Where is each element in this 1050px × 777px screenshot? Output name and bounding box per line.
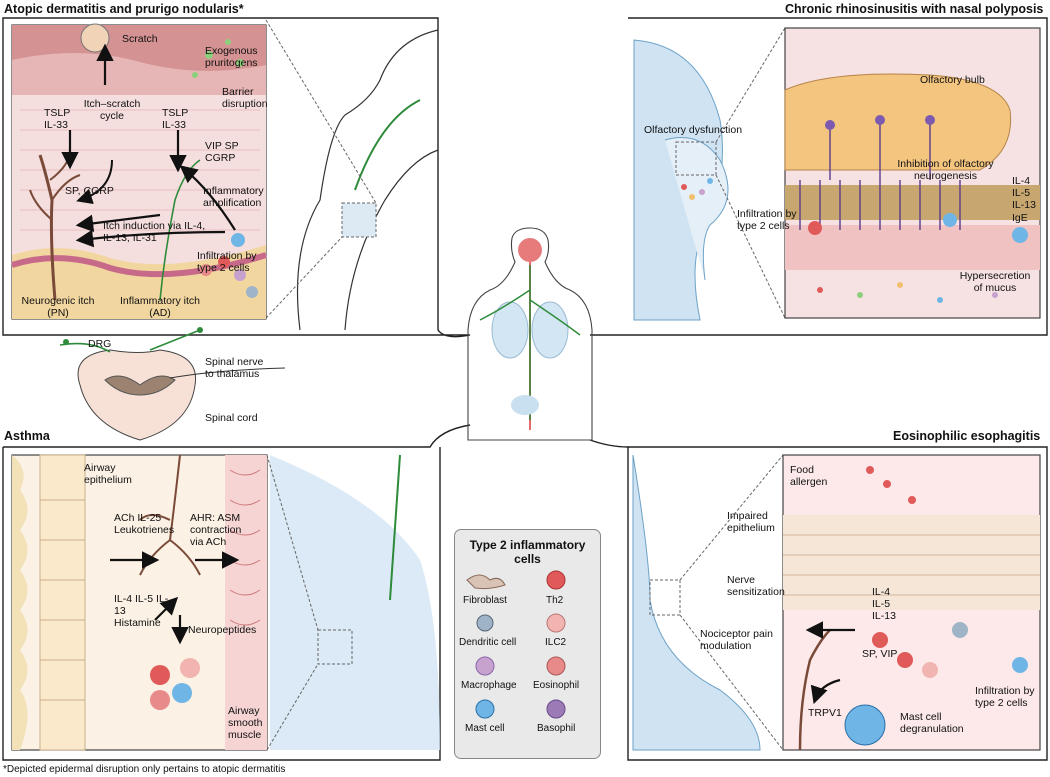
label-itch-scratch-cycle: Itch–scratch cycle (83, 98, 141, 122)
label-inflammatory-itch: Inflammatory itch (AD) (120, 295, 200, 319)
legend-box: Type 2 inflammatory cells Fibroblast Th2… (454, 529, 601, 759)
label-hypersecretion: Hypersecretion of mucus (959, 270, 1031, 294)
label-neuropeptides: Neuropeptides (188, 624, 257, 636)
panel-title-asthma: Asthma (4, 429, 50, 443)
label-trpv1: TRPV1 (808, 707, 842, 719)
panel-title-ad: Atopic dermatitis and prurigo nodularis* (4, 2, 244, 16)
label-crs-cytokines: IL-4 IL-5 IL-13 (1012, 175, 1036, 211)
label-tslp-left: TSLP IL-33 (44, 107, 71, 131)
label-eoe-cytokines: IL-4 IL-5 IL-13 (872, 586, 896, 622)
label-sp-cgrp: SP, CGRP (65, 185, 114, 197)
legend-item: Th2 (546, 595, 564, 606)
label-ahr: AHR: ASM contraction via ACh (190, 512, 242, 548)
legend-item: Mast cell (465, 723, 505, 734)
label-infiltration-crs: Infiltration by type 2 cells (737, 208, 797, 232)
label-olfactory-bulb: Olfactory bulb (920, 74, 985, 86)
label-infiltration-ad: Infiltration by type 2 cells (197, 250, 257, 274)
label-smooth-muscle: Airway smooth muscle (228, 705, 263, 741)
label-ach: ACh IL-25 Leukotrienes (114, 512, 175, 536)
label-drg: DRG (88, 338, 112, 350)
label-impaired-epithelium: Impaired epithelium (727, 510, 775, 534)
legend-item: Macrophage (461, 680, 517, 691)
label-inflammatory-amplification: Inflammatory amplification (203, 185, 264, 209)
label-asthma-cytokines: IL-4 IL-5 IL-13 Histamine (114, 593, 169, 629)
label-infiltration-eoe: Infiltration by type 2 cells (975, 685, 1035, 709)
panel-title-crs: Chronic rhinosinusitis with nasal polypo… (785, 2, 1044, 16)
legend-item: ILC2 (545, 637, 567, 648)
label-scratch: Scratch (122, 33, 158, 45)
label-mast-degranulation: Mast cell degranulation (900, 711, 964, 735)
label-inhibition-neurogenesis: Inhibition of olfactory neurogenesis (897, 158, 994, 182)
label-nerve-sensitization: Nerve sensitization (727, 574, 785, 598)
label-ige: IgE (1012, 212, 1028, 224)
legend-item: Eosinophil (533, 680, 580, 691)
label-airway-epithelium: Airway epithelium (84, 462, 132, 486)
legend-icons (466, 570, 566, 719)
label-exogenous-pruritogens: Exogenous pruritogens (205, 45, 258, 69)
label-itch-induction: Itch induction via IL-4, IL-13, IL-31 (103, 220, 206, 244)
label-vip-sp-cgrp: VIP SP CGRP (205, 140, 239, 164)
label-neurogenic-itch: Neurogenic itch (PN) (21, 295, 95, 319)
legend-item: Fibroblast (463, 595, 507, 606)
legend-item: Basophil (537, 723, 576, 734)
panel-title-eoe: Eosinophilic esophagitis (893, 429, 1041, 443)
label-sp-vip: SP, VIP (862, 648, 898, 660)
footnote: *Depicted epidermal disruption only pert… (3, 764, 286, 775)
label-food-allergen: Food allergen (790, 464, 828, 488)
legend-item: Dendritic cell (459, 637, 517, 648)
legend-title: Type 2 inflammatory cells (469, 538, 586, 566)
label-nociceptor: Nociceptor pain modulation (700, 628, 773, 652)
label-spinal-cord: Spinal cord (205, 412, 258, 424)
label-olfactory-dysfunction: Olfactory dysfunction (644, 124, 743, 136)
label-barrier-disruption: Barrier disruption (222, 86, 268, 110)
label-spinal-nerve: Spinal nerve to thalamus (205, 356, 264, 380)
label-tslp-right: TSLP IL-33 (162, 107, 189, 131)
